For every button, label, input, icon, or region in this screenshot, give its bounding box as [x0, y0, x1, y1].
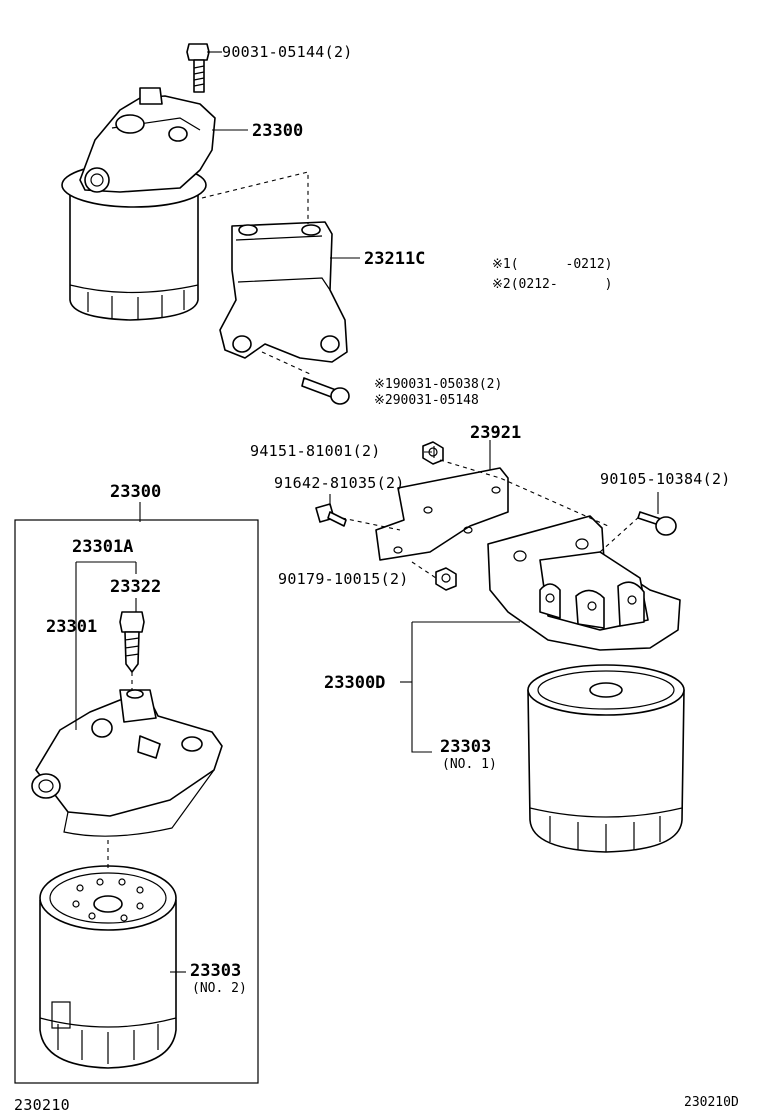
label-23300d: 23300D [324, 673, 385, 693]
bolt-91642-81035 [315, 503, 347, 527]
label-23921: 23921 [470, 423, 521, 443]
top-filter-assembly [61, 43, 350, 405]
label-23301: 23301 [46, 617, 97, 637]
label-figure-code-left: 230210 [14, 1096, 70, 1112]
leader-lines [75, 51, 659, 973]
right-filter-assembly [315, 441, 685, 853]
label-no-2: (NO. 2) [192, 981, 247, 996]
label-23303-no1: 23303 [440, 737, 491, 757]
label-91642-81035: 91642-81035(2) [274, 474, 405, 492]
label-sticker [51, 1001, 71, 1029]
label-23322: 23322 [110, 577, 161, 597]
label-23300-top: 23300 [252, 121, 303, 141]
filter-top-23300 [61, 87, 216, 321]
label-90031-05038: ※190031-05038(2) [374, 377, 502, 392]
bolt-90031-05038 [301, 377, 350, 405]
label-23303-no2: 23303 [190, 961, 241, 981]
part-labels: 90031-05144(2) 23300 23211C ※1( -0212) ※… [14, 43, 739, 1112]
label-note-2: ※2(0212- ) [492, 277, 612, 292]
assembly-box [14, 519, 259, 1084]
nut-90179-10015 [435, 567, 457, 591]
nut-94151-81001 [422, 441, 444, 465]
label-90031-05144: 90031-05144(2) [222, 43, 353, 61]
label-no-1: (NO. 1) [442, 757, 497, 772]
label-note-1: ※1( -0212) [492, 257, 612, 272]
filter-holes [72, 878, 144, 922]
plug-23322 [119, 611, 145, 673]
filter-23303-no2 [39, 865, 177, 1069]
left-filter-assembly [14, 519, 259, 1084]
label-figure-code-right: 230210D [684, 1095, 739, 1110]
filter-head-23301 [31, 689, 223, 837]
label-94151-81001: 94151-81001(2) [250, 442, 381, 460]
filter-head-23300d [487, 515, 681, 651]
filter-23303-no1 [527, 664, 685, 853]
bolt-90105-10384 [637, 511, 677, 536]
bracket-23211c [219, 221, 348, 363]
plate-23921 [375, 467, 509, 561]
label-23300-box: 23300 [110, 482, 161, 502]
bolt-90031-05144 [186, 43, 210, 93]
label-90179-10015: 90179-10015(2) [278, 570, 409, 588]
label-90031-05148: ※290031-05148 [374, 393, 479, 408]
label-23211c: 23211C [364, 249, 425, 269]
label-90105-10384: 90105-10384(2) [600, 470, 731, 488]
label-23301a: 23301A [72, 537, 133, 557]
